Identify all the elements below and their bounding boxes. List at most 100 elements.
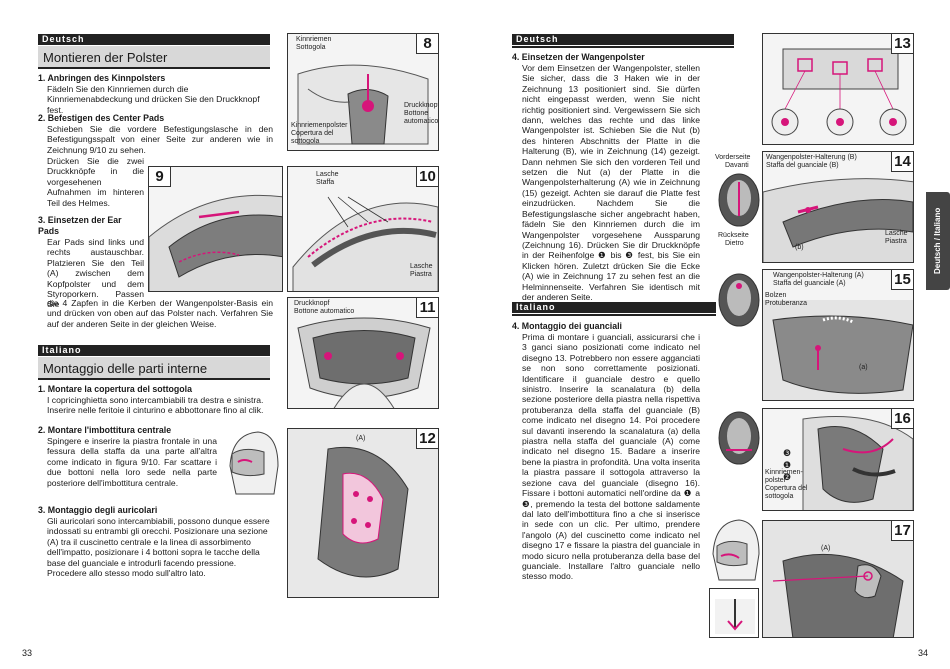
- figure-13-number: 13: [891, 34, 913, 54]
- figure-13-hooks: 13: [762, 33, 914, 145]
- fig8-label-4: Bottone: [404, 110, 429, 117]
- fig10-label-1: Lasche: [316, 171, 339, 178]
- fig16-step-2: ❷: [783, 472, 792, 482]
- figure-9-number: 9: [149, 167, 171, 187]
- figure-16-chin-strap-through: 16 ❸ ❶ ❷ Kinnriemen- polster Copertura d…: [762, 408, 914, 511]
- figure-11-press-button: 11 Druckknopf Bottone automatico: [287, 297, 439, 409]
- fig10-label-2: Staffa: [316, 179, 335, 186]
- fig8-label-1: Kinnriemen: [296, 36, 332, 43]
- helmet-side-view: [224, 426, 280, 500]
- fig8-label-2: Sottogola: [296, 44, 326, 51]
- fig16-step-1: ❶: [783, 460, 792, 470]
- figure-16-number: 16: [891, 409, 913, 429]
- de-language-bar: Deutsch: [38, 34, 270, 45]
- it-step3-text: Gli auricolari sono intercambiabili, pos…: [47, 516, 270, 579]
- figure-9-center-pad: 9: [148, 166, 283, 292]
- de-step3-text2: die 4 Zapfen in die Kerben der Wangenpol…: [47, 298, 273, 329]
- cheek-pad-view-15: [716, 272, 762, 328]
- front-label-it: Davanti: [725, 162, 749, 169]
- language-side-tab: Deutsch / Italiano: [926, 192, 950, 290]
- it-bar-rule: [512, 314, 734, 316]
- de-step3-text1: Ear Pads sind links und rechts austausch…: [47, 237, 144, 310]
- de-section-title: Montieren der Polster: [38, 46, 270, 69]
- figure-14-drawing: [763, 178, 913, 262]
- figure-9-drawing: [149, 194, 282, 291]
- it-step2-text: Spingere e inserire la piastra frontale …: [47, 436, 217, 488]
- fig15-label-1: Wangenpolster-Halterung (A): [773, 272, 864, 279]
- figure-8-number: 8: [416, 34, 438, 54]
- figure-11-drawing: [297, 317, 431, 408]
- figure-12-number: 12: [416, 429, 438, 449]
- front-label-de: Vorderseite: [715, 154, 751, 161]
- it-step2-heading: 2. Montare l'imbottitura centrale: [38, 425, 172, 435]
- corner-detail-drawing: [715, 599, 755, 634]
- fig15-label-3: Bolzen: [765, 292, 787, 299]
- figure-17-corner-fix: 17 (A): [762, 520, 914, 638]
- fig10-label-3: Lasche: [410, 263, 433, 270]
- fig8-label-5: automatico: [404, 118, 439, 125]
- fig17-label-1: (A): [821, 545, 831, 552]
- it-step3-heading: 3. Montaggio degli auricolari: [38, 505, 158, 515]
- de-step3-heading: 3. Einsetzen der Ear Pads: [38, 215, 122, 236]
- fig14-label-5: Piastra: [885, 238, 907, 245]
- de-bar-rule: [512, 46, 734, 48]
- page-number-right: 34: [918, 648, 929, 658]
- cheek-pad-orientation-drawing: [718, 173, 760, 227]
- fig14-label-2: Staffa del guanciale (B): [766, 162, 839, 169]
- fig15-label-5: (a): [859, 364, 868, 371]
- figure-14-number: 14: [891, 152, 913, 172]
- cheek-pad-view-16-drawing: [718, 411, 760, 465]
- back-label-it: Dietro: [725, 240, 744, 247]
- it-step4-text: Prima di montare i guanciali, assicurars…: [522, 332, 700, 582]
- figure-10-drawing: [292, 196, 438, 291]
- figure-17-drawing: [763, 521, 913, 637]
- cheek-pad-view-16: [716, 410, 762, 466]
- fig11-label-2: Bottone automatico: [294, 308, 355, 315]
- figure-15-number: 15: [891, 270, 913, 290]
- fig16-label-2: polster: [765, 477, 787, 484]
- figure-11-number: 11: [416, 298, 438, 318]
- figure-12-ear-pad: 12 (A): [287, 428, 439, 598]
- fig8-label-7: Copertura del: [291, 130, 334, 137]
- de-step2-heading: 2. Befestigen des Center Pads: [38, 113, 165, 123]
- fig16-label-4: sottogola: [765, 493, 794, 500]
- fig10-label-4: Piastra: [410, 271, 432, 278]
- figure-8-drawing: [297, 64, 429, 145]
- fig8-label-8: sottogola: [291, 138, 320, 145]
- fig16-step-3: ❸: [783, 448, 792, 458]
- figure-10-number: 10: [416, 167, 438, 187]
- fig14-label-1: Wangenpolster-Halterung (B): [766, 154, 857, 161]
- cheek-pad-orientation-view: [716, 172, 762, 228]
- figure-15-front-bracket: 15 Wangenpolster-Halterung (A) Staffa de…: [762, 269, 914, 401]
- it-step4-heading: 4. Montaggio dei guanciali: [512, 321, 622, 331]
- helmet-side-view-17: [709, 516, 761, 586]
- left-page: Deutsch Montieren der Polster 1. Anbring…: [22, 33, 439, 658]
- figure-13-drawing: [771, 48, 907, 136]
- fig15-label-4: Protuberanza: [765, 300, 808, 307]
- fig11-label-1: Druckknopf: [294, 300, 330, 307]
- fig8-label-6: Kinnriemenpolster: [291, 122, 348, 129]
- figure-10-tab-insert: 10 Lasche Staffa Lasche Piastra: [287, 166, 439, 292]
- figure-14-rear-bracket: 14 Wangenpolster-Halterung (B) Staffa de…: [762, 151, 914, 263]
- page-number-left: 33: [22, 648, 33, 658]
- de-step4-heading: 4. Einsetzen der Wangenpolster: [512, 52, 645, 62]
- figure-15-drawing: [763, 300, 913, 400]
- it-language-bar: Italiano: [38, 345, 270, 356]
- de-step4-text: Vor dem Einsetzen der Wangenpolster, ste…: [522, 63, 700, 302]
- fig14-label-3: (b): [795, 244, 804, 251]
- fig16-label-1: Kinnriemen-: [765, 469, 803, 476]
- fig16-label-3: Copertura del: [765, 485, 808, 492]
- it-language-bar-right: Italiano: [512, 302, 734, 313]
- fig14-label-4: Lasche: [885, 230, 908, 237]
- it-step1-text: I copricinghietta sono intercambiabili t…: [47, 395, 264, 416]
- it-step1-heading: 1. Montare la copertura del sottogola: [38, 384, 192, 394]
- right-page: Deutsch 4. Einsetzen der Wangenpolster V…: [475, 0, 950, 669]
- figure-16-drawing: [802, 416, 913, 510]
- back-label-de: Rückseite: [718, 232, 749, 239]
- de-step1-text: Fädeln Sie den Kinnriemen durch die Kinn…: [47, 84, 260, 115]
- corner-detail-view: [709, 588, 759, 638]
- figure-17-number: 17: [891, 521, 913, 541]
- figure-8-chin-strap: 8 Kinnriemen Sottogola Druckknopf Botton…: [287, 33, 439, 151]
- fig8-label-3: Druckknopf: [404, 102, 439, 109]
- it-section-title: Montaggio delle parti interne: [38, 357, 270, 380]
